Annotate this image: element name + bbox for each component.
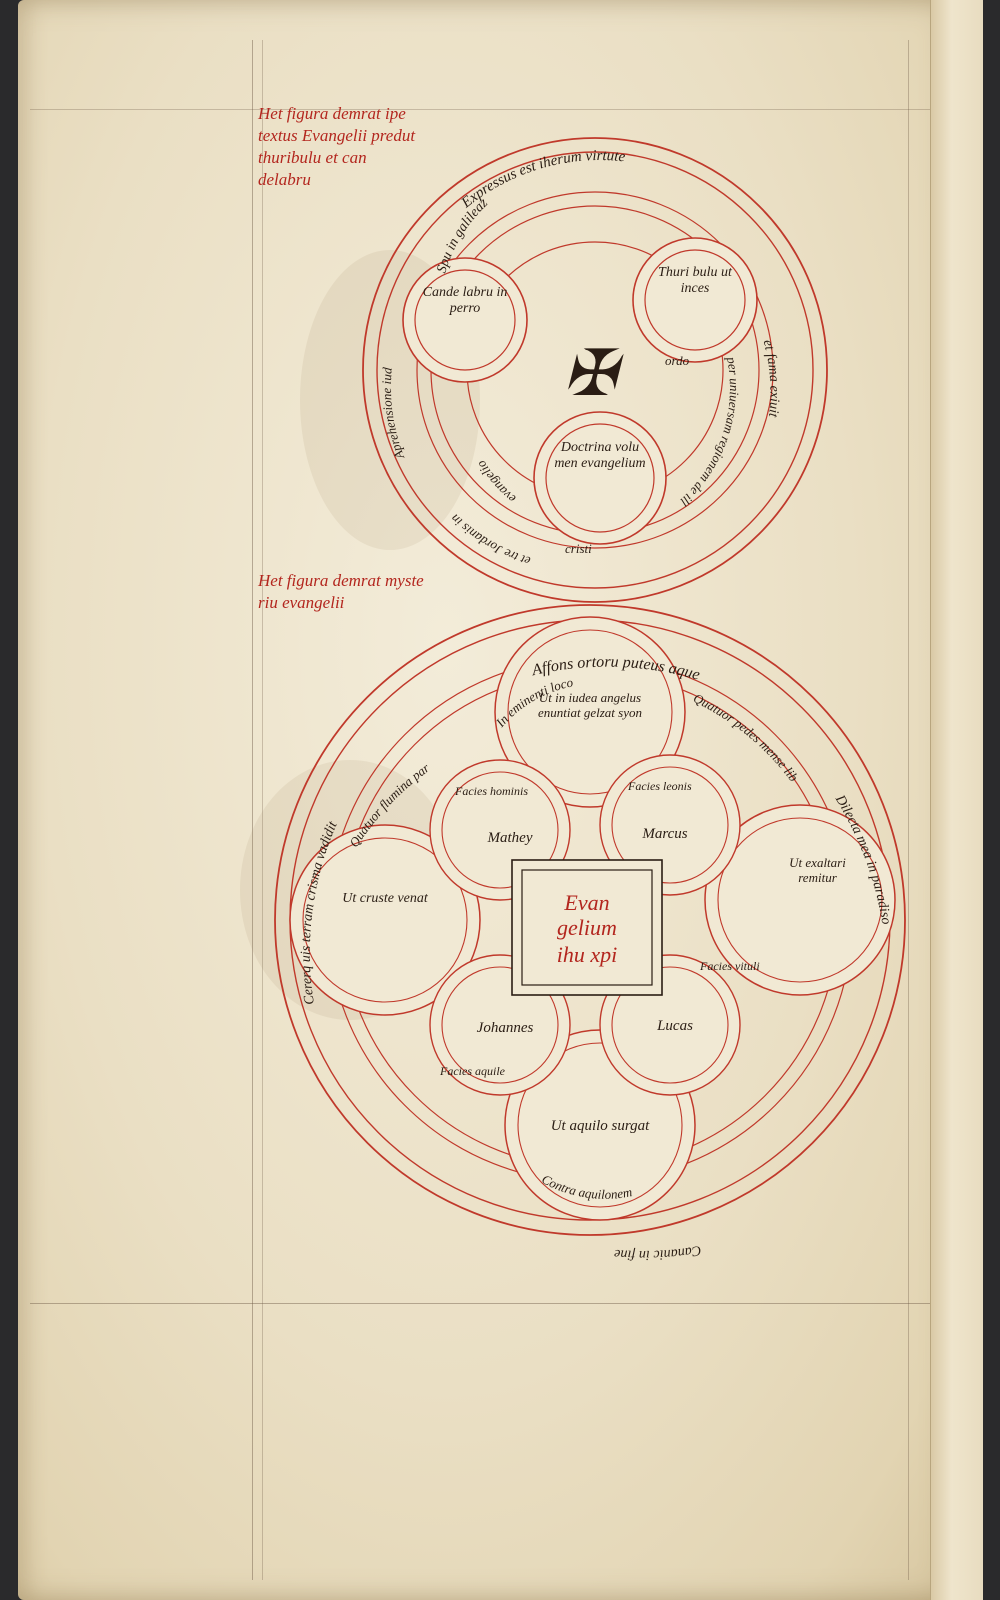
- center-text-line3: ihu xpi: [557, 942, 618, 967]
- upper-left-circle-label: Cande labru in perro: [420, 285, 510, 355]
- upper-label-cristi: cristi: [565, 541, 592, 556]
- petal-label-facies-hominis: Facies hominis: [454, 784, 528, 798]
- upper-figure: ✠ Expressus est iherum virtute Spu in ga…: [0, 0, 827, 602]
- upper-bottom-circle-label: Doctrina volu men evangelium: [552, 440, 648, 510]
- lower-left-lobe-label: Ut cruste venat: [340, 890, 430, 950]
- lower-figure: Evan gelium ihu xpi Affons ortoru puteus…: [0, 0, 905, 1262]
- petal-label-marcus: Marcus: [641, 826, 687, 842]
- upper-label-ordo: ordo: [665, 353, 690, 368]
- lower-bottom-lobe-label: Ut aquilo surgat: [551, 1118, 650, 1134]
- petal-label-facies-aquile: Facies aquile: [439, 1064, 506, 1078]
- lower-left-inner-arc-text: Quatuor flumina paradisi: [0, 0, 433, 850]
- lower-top-lobe-label: Ut in iudea angelus enuntiat gelzat syon: [530, 690, 650, 750]
- lower-right-lobe-label: Ut exaltari remitur: [775, 855, 860, 935]
- petal-label-facies-vituli: Facies vituli: [699, 959, 760, 973]
- upper-right-arc-text: et fama exiuit: [760, 338, 782, 419]
- petal-label-mathew: Mathey: [487, 830, 533, 846]
- upper-right-circle-label: Thuri bulu ut inces: [650, 265, 740, 335]
- cross-glyph: ✠: [563, 338, 624, 409]
- center-text-line1: Evan: [563, 890, 609, 915]
- center-text-line2: gelium: [557, 915, 617, 940]
- petal-label-facies-leonis: Facies leonis: [627, 779, 692, 793]
- lower-outer-bottom-text: Cananic in fine: [614, 1242, 703, 1262]
- petal-label-lucas: Lucas: [656, 1018, 693, 1034]
- petal-label-johannes: Johannes: [477, 1020, 534, 1036]
- upper-left-arc-text: Aprehensione iud: [379, 366, 408, 462]
- upper-left-inner-text: evangelio: [473, 457, 519, 506]
